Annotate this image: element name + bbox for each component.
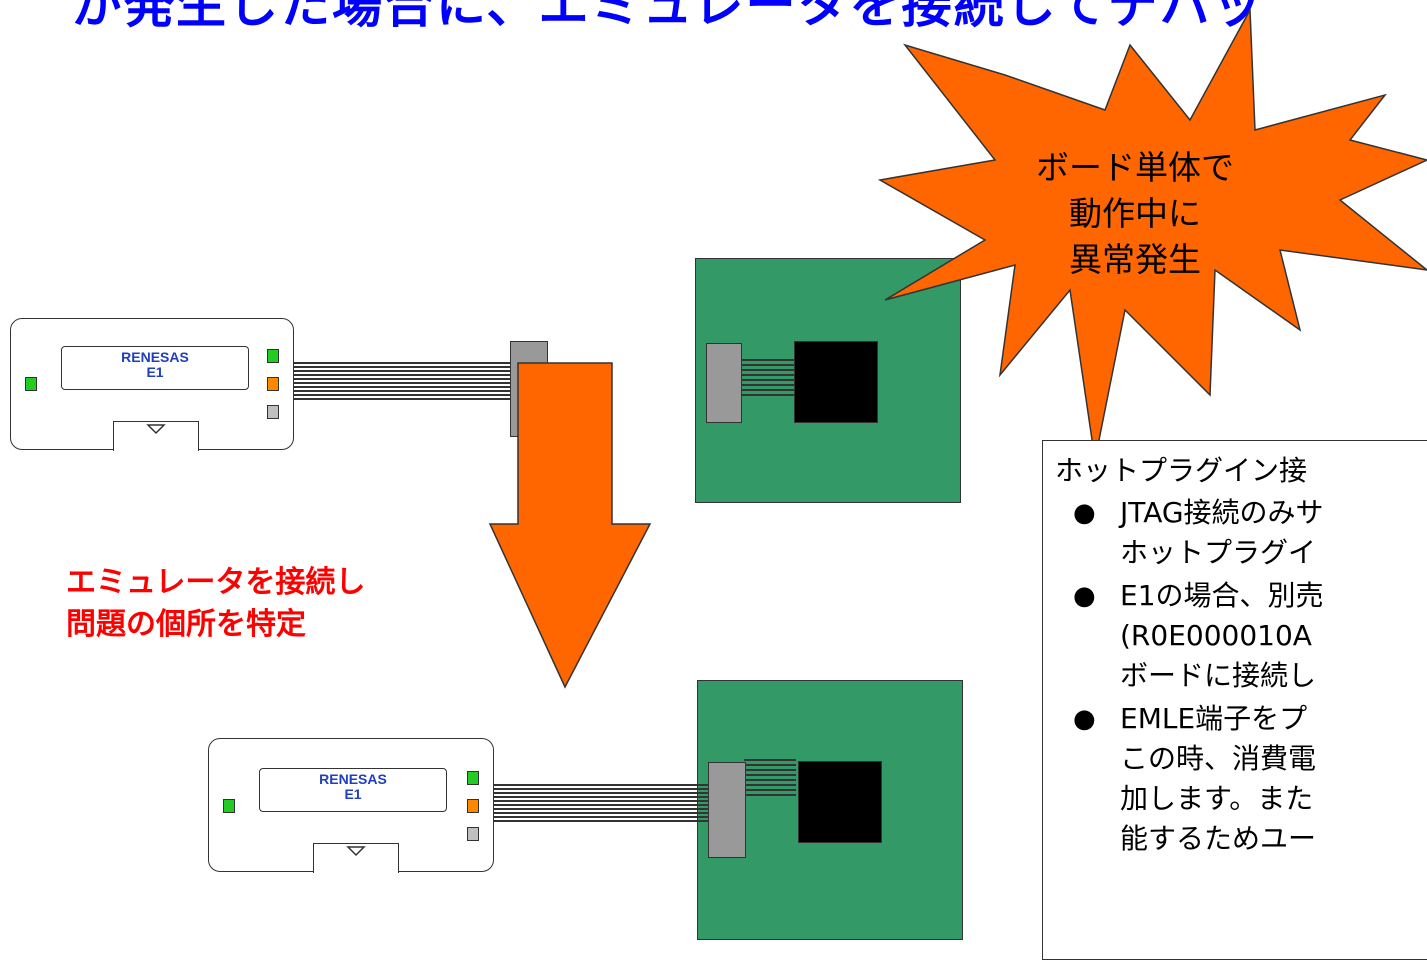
board-pins-bottom (744, 759, 796, 799)
triangle-down-icon (146, 424, 166, 435)
status-led-green-bottom (467, 771, 479, 785)
status-led-gray-bottom (467, 827, 479, 841)
board-connector (706, 343, 742, 423)
note-item-2-line-3: ボードに接続し (1120, 659, 1317, 692)
arrow-caption: エミュレータを接続し 問題の個所を特定 (66, 562, 365, 646)
note-heading: ホットプラグイン接 (1055, 454, 1308, 487)
note-item-1-line-1: JTAG接続のみサ (1120, 496, 1324, 529)
emulator-display: RENESAS E1 (61, 346, 249, 390)
note-item-3-line-3: 加します。また (1120, 782, 1314, 815)
target-board-top (695, 258, 961, 503)
arrow-caption-line-2: 問題の個所を特定 (66, 607, 306, 642)
microcontroller-chip (794, 341, 878, 423)
note-box: ホットプラグイン接 ● JTAG接続のみサ ホットプラグイ ● E1の場合、別売… (1042, 440, 1427, 960)
bullet-icon: ● (1073, 581, 1096, 611)
board-pins (742, 359, 794, 399)
bullet-icon: ● (1073, 704, 1096, 734)
note-item-3-line-2: この時、消費電 (1120, 742, 1317, 775)
emulator-display-bottom: RENESAS E1 (259, 768, 447, 812)
target-board-bottom (697, 680, 963, 940)
alert-line-1: ボード単体で (1036, 148, 1234, 187)
emulator-device-bottom: RENESAS E1 (208, 738, 494, 873)
triangle-down-icon-bottom (346, 846, 366, 857)
emulator-brand: RENESAS (121, 349, 189, 365)
arrow-caption-line-1: エミュレータを接続し (66, 565, 366, 600)
page-title: が発生した場合に、エミュレータを接続してデバッ (72, 0, 1264, 34)
emulator-model-bottom: E1 (344, 786, 362, 802)
note-item-3-line-1: EMLE端子をプ (1120, 702, 1308, 735)
alert-burst-icon (877, 7, 1427, 461)
status-led-green (267, 349, 279, 363)
cable-connector-bottom (708, 762, 746, 858)
note-item-2-line-2: (R0E000010A (1120, 619, 1312, 652)
note-item-1-line-2: ホットプラグイ (1120, 536, 1317, 569)
emulator-model: E1 (146, 364, 164, 380)
emulator-slot-bottom (313, 843, 399, 873)
power-led (25, 377, 37, 391)
bullet-icon: ● (1073, 498, 1096, 528)
alert-message: ボード単体で 動作中に 異常発生 (1010, 145, 1260, 283)
emulator-device-top: RENESAS E1 (10, 318, 294, 451)
note-item-2-line-1: E1の場合、別売 (1120, 579, 1324, 612)
note-item-3-line-4: 能するためユー (1120, 822, 1317, 855)
cable-bottom (494, 784, 710, 824)
status-led-orange-bottom (467, 799, 479, 813)
power-led-bottom (223, 799, 235, 813)
alert-line-3: 異常発生 (1069, 240, 1201, 279)
emulator-slot (113, 421, 199, 451)
status-led-orange (267, 377, 279, 391)
emulator-brand-bottom: RENESAS (319, 771, 387, 787)
down-arrow-icon (488, 362, 652, 689)
alert-line-2: 動作中に (1069, 194, 1201, 233)
cable-top (294, 362, 511, 402)
microcontroller-chip-bottom (798, 761, 882, 843)
status-led-gray (267, 405, 279, 419)
